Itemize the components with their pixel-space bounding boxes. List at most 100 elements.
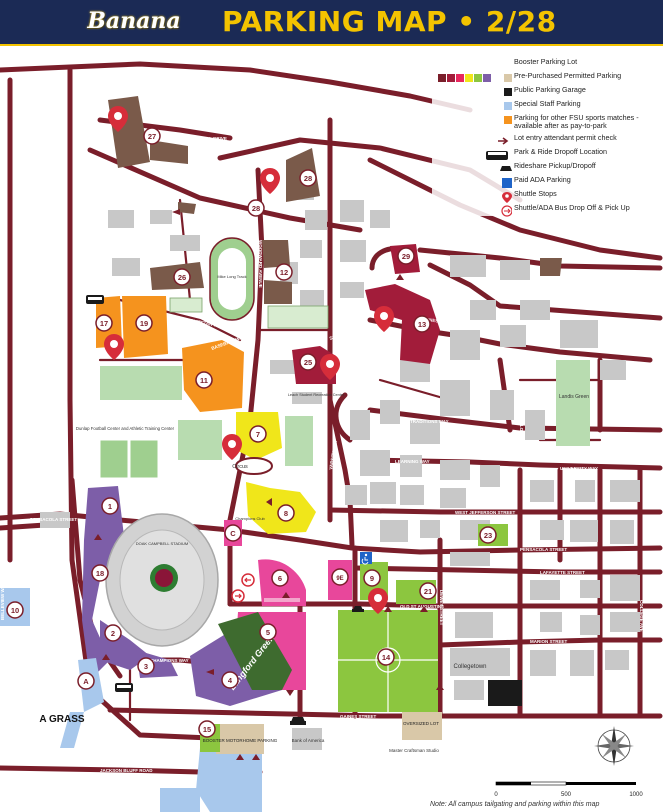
street-collegiate-loop: COLLEGIATE LOOP bbox=[519, 395, 524, 438]
collegetown-label: Collegetown bbox=[453, 664, 486, 670]
legend-row-orange: Parking for other FSU sports matches - a… bbox=[432, 114, 660, 132]
legend-row-prepurchased: Pre-Purchased Permitted Parking bbox=[432, 72, 660, 84]
lot-badge-27: 27 bbox=[143, 127, 161, 145]
legend-row-arrow: Lot entry attendant permit check bbox=[432, 134, 660, 146]
legend-label-garage: Public Parking Garage bbox=[514, 85, 586, 94]
scale-bar: 0 500 1000 bbox=[494, 781, 643, 798]
svg-text:A: A bbox=[83, 677, 89, 686]
svg-text:7: 7 bbox=[256, 430, 260, 439]
lot-badge-8: 8 bbox=[277, 504, 295, 522]
svg-text:8: 8 bbox=[284, 509, 288, 518]
svg-text:13: 13 bbox=[418, 320, 426, 329]
street-tennessee: TENNESSEE STREET bbox=[420, 316, 467, 327]
circus-label: Circus bbox=[232, 464, 248, 470]
pin-icon bbox=[502, 192, 512, 203]
street-lafayette: LAFAYETTE STREET bbox=[540, 570, 585, 575]
street-jackson-bluff: JACKSON BLUFF ROAD bbox=[100, 768, 153, 773]
car-icon bbox=[500, 166, 512, 171]
lot-badge-9: 9 bbox=[363, 569, 381, 587]
legend-label-shuttle: Shuttle Stops bbox=[514, 189, 557, 198]
legend-label-rideshare: Rideshare Pickup/Dropoff bbox=[514, 161, 596, 170]
pin-icon bbox=[320, 354, 340, 380]
compass-rose bbox=[594, 726, 634, 766]
street-old-st-augustine: OLD ST AUGUSTINE bbox=[400, 604, 444, 609]
svg-text:1: 1 bbox=[108, 502, 112, 511]
arrow-icon bbox=[498, 137, 509, 145]
svg-text:C: C bbox=[230, 529, 236, 538]
shuttle-stops[interactable] bbox=[104, 106, 394, 614]
lot-badge-4: 4 bbox=[221, 671, 239, 689]
street-varsity-way: VARSITY WAY bbox=[328, 440, 338, 471]
svg-text:12: 12 bbox=[280, 268, 288, 277]
lot-badge-3: 3 bbox=[137, 657, 155, 675]
booster-motorhome-label: BOOSTER MOTORHOME PARKING bbox=[203, 738, 278, 743]
color-swatches bbox=[432, 72, 512, 84]
oversized-lot-label: OVERSIZED LOT bbox=[403, 721, 439, 726]
svg-text:10: 10 bbox=[11, 606, 19, 615]
lot-badge-7: 7 bbox=[249, 425, 267, 443]
pin-icon bbox=[104, 334, 124, 360]
bus-icon bbox=[486, 151, 508, 160]
green-fields bbox=[99, 237, 590, 479]
street-belleview: BELLEVIEW WAY bbox=[0, 583, 5, 620]
legend-label-prepurchased: Pre-Purchased Permitted Parking bbox=[514, 71, 622, 80]
pin-icon bbox=[260, 168, 280, 194]
lot-badge-9E: 9E bbox=[331, 568, 349, 586]
rideshare-locations bbox=[290, 606, 364, 725]
banana-ball-logo: Banana Ball bbox=[87, 8, 181, 70]
legend-row-dropoff: Shuttle/ADA Bus Drop Off & Pick Up bbox=[432, 204, 660, 217]
lot-badge-23: 23 bbox=[479, 526, 497, 544]
lot-badge-11: 11 bbox=[195, 371, 213, 389]
lot-badge-12: 12 bbox=[275, 263, 293, 281]
lot-badge-6: 6 bbox=[271, 569, 289, 587]
svg-text:17: 17 bbox=[100, 319, 108, 328]
lot-badges: 1 2 3 4 5 6 7 8 9 10 11 12 13 14 15 17 1… bbox=[6, 127, 497, 738]
lot-badge-26: 26 bbox=[173, 268, 191, 286]
lot-badge-13: 13 bbox=[413, 315, 431, 333]
landis-green-label: Landis Green bbox=[559, 394, 589, 400]
map-note: Note: All campus tailgating and parking … bbox=[430, 801, 600, 808]
lot-badge-5: 5 bbox=[259, 623, 277, 641]
legend-label-staff: Special Staff Parking bbox=[514, 99, 581, 108]
doak-campbell-stadium bbox=[105, 513, 219, 647]
ada-icon bbox=[502, 178, 512, 188]
legend-label-arrow: Lot entry attendant permit check bbox=[514, 133, 617, 142]
pin-icon bbox=[374, 306, 394, 332]
master-craftsman-label: Master Craftsman Studio bbox=[389, 748, 439, 753]
street-marion: MARION STREET bbox=[530, 639, 568, 644]
svg-text:9E: 9E bbox=[336, 576, 343, 582]
street-chieftan-way: CHIEFTAN WAY bbox=[190, 318, 224, 329]
mike-long-track-label: Mike Long Track bbox=[217, 274, 246, 279]
lot-badge-2: 2 bbox=[104, 624, 122, 642]
double-arrow-icon bbox=[231, 589, 245, 603]
street-pensacola-e: PENSACOLA STREET bbox=[520, 547, 567, 552]
header-bar: Banana Ball PARKING MAP • 2/28 bbox=[0, 0, 663, 70]
street-pensacola-w: PENSACOLA STREET bbox=[30, 517, 77, 522]
legend-row-bus: Park & Ride Dropoff Location bbox=[432, 148, 660, 160]
legend-label-ada: Paid ADA Parking bbox=[514, 175, 571, 184]
place-labels: Circus Dunlap Football Center and Athlet… bbox=[76, 274, 589, 753]
svg-text:28: 28 bbox=[252, 204, 260, 213]
svg-text:19: 19 bbox=[140, 319, 148, 328]
lot-badge-21: 21 bbox=[419, 582, 437, 600]
page-title: PARKING MAP • 2/28 bbox=[222, 5, 557, 38]
legend-label-bus: Park & Ride Dropoff Location bbox=[514, 147, 607, 156]
shuttle-dropoff-points bbox=[231, 573, 255, 603]
svg-text:4: 4 bbox=[228, 676, 233, 685]
pin-icon bbox=[108, 106, 128, 132]
car-icon bbox=[290, 717, 306, 725]
circle-number-icon: 1 bbox=[502, 59, 514, 71]
street-dewey: DEWEY STREET bbox=[439, 590, 444, 626]
lot-badge-19: 19 bbox=[135, 314, 153, 332]
lot-badge-17: 17 bbox=[95, 314, 113, 332]
lot-badge-A: A bbox=[77, 672, 95, 690]
lot-badge-29: 29 bbox=[397, 247, 415, 265]
svg-text:11: 11 bbox=[200, 376, 208, 385]
double-arrow-icon bbox=[241, 573, 255, 587]
svg-text:21: 21 bbox=[424, 587, 432, 596]
lot-badge-14: 14 bbox=[377, 648, 395, 666]
scale-tick-1000: 1000 bbox=[629, 792, 643, 798]
scale-tick-500: 500 bbox=[561, 792, 572, 798]
lot-badge-28b: 28 bbox=[247, 199, 265, 217]
bus-icon bbox=[86, 295, 104, 304]
